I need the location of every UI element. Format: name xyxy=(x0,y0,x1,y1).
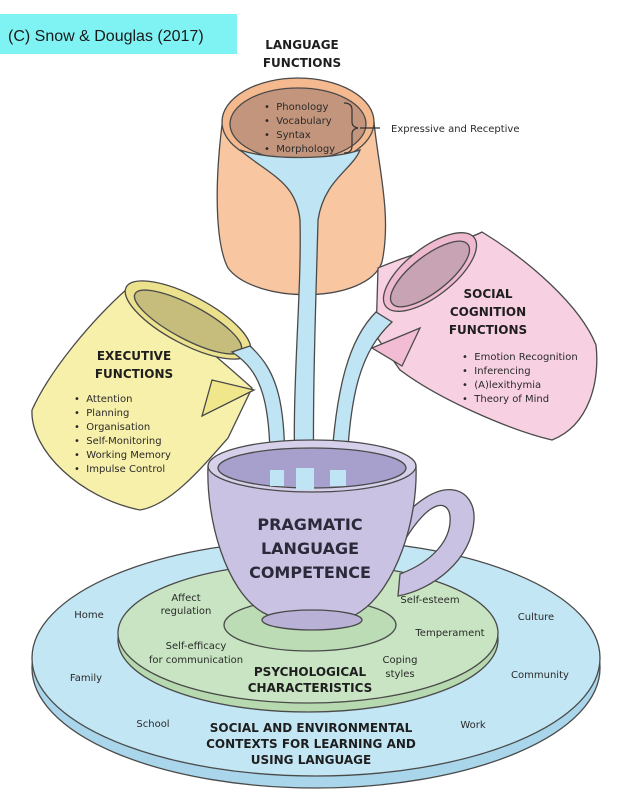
context-home: Home xyxy=(74,610,104,621)
social-item-2: • Inferencing xyxy=(462,366,531,377)
psych-title-line-2: CHARACTERISTICS xyxy=(248,681,373,695)
temperament-label: Temperament xyxy=(414,628,484,639)
executive-functions: EXECUTIVE FUNCTIONS • Attention • Planni… xyxy=(74,349,173,475)
affect-line-2: regulation xyxy=(161,606,212,617)
social-item-1: • Emotion Recognition xyxy=(462,352,578,363)
language-item-4: • Morphology xyxy=(264,144,335,155)
coping-line-1: Coping xyxy=(383,655,418,666)
expressive-receptive-label: Expressive and Receptive xyxy=(391,124,520,135)
contexts-title-line-1: SOCIAL AND ENVIRONMENTAL xyxy=(210,721,413,735)
social-item-4: • Theory of Mind xyxy=(462,394,549,405)
language-item-2: • Vocabulary xyxy=(264,116,332,127)
self-efficacy-line-2: for communication xyxy=(149,655,243,666)
self-efficacy-line-1: Self-efficacy xyxy=(166,641,227,652)
social-title-line-2: COGNITION xyxy=(450,305,526,319)
executive-jug xyxy=(31,280,256,511)
inner-plate xyxy=(117,562,499,713)
social-item-3: • (A)lexithymia xyxy=(462,380,541,391)
executive-item-4: • Self-Monitoring xyxy=(74,436,162,447)
context-community: Community xyxy=(511,670,569,681)
cup-title-line-3: COMPETENCE xyxy=(249,563,371,582)
copyright-label: (C) Snow & Douglas (2017) xyxy=(8,28,204,45)
social-cognition-functions: SOCIAL COGNITION FUNCTIONS • Emotion Rec… xyxy=(449,287,578,405)
psych-title-line-1: PSYCHOLOGICAL xyxy=(254,665,367,679)
executive-item-3: • Organisation xyxy=(74,422,150,433)
affect-line-1: Affect xyxy=(171,593,200,604)
bracket-icon xyxy=(343,102,359,154)
social-title-line-1: SOCIAL xyxy=(463,287,512,301)
language-title-line-1: LANGUAGE xyxy=(265,38,339,52)
language-item-3: • Syntax xyxy=(264,130,311,141)
coping-line-2: styles xyxy=(385,669,414,680)
language-title-line-2: FUNCTIONS xyxy=(263,56,341,70)
copyright-box xyxy=(0,14,237,54)
psychological-characteristics: Affect regulation Self-efficacy for comm… xyxy=(149,593,485,695)
language-functions: LANGUAGE FUNCTIONS • Phonology • Vocabul… xyxy=(263,38,520,155)
cup xyxy=(207,439,475,631)
executive-item-5: • Working Memory xyxy=(74,450,171,461)
context-culture: Culture xyxy=(518,612,554,623)
executive-item-6: • Impulse Control xyxy=(74,464,165,475)
context-work: Work xyxy=(460,720,486,731)
language-item-1: • Phonology xyxy=(264,102,328,113)
social-title-line-3: FUNCTIONS xyxy=(449,323,527,337)
cup-title-line-2: LANGUAGE xyxy=(261,539,359,558)
executive-title-line-1: EXECUTIVE xyxy=(97,349,171,363)
executive-item-1: • Attention xyxy=(74,394,132,405)
social-jug xyxy=(370,231,598,441)
contexts-title-line-3: USING LANGUAGE xyxy=(251,753,371,767)
pragmatic-competence: PRAGMATIC LANGUAGE COMPETENCE xyxy=(249,515,371,582)
self-esteem-label: Self-esteem xyxy=(400,595,459,606)
social-environmental-contexts: Home Family School Work Culture Communit… xyxy=(70,610,569,767)
executive-title-line-2: FUNCTIONS xyxy=(95,367,173,381)
context-family: Family xyxy=(70,673,102,684)
cup-title-line-1: PRAGMATIC xyxy=(257,515,362,534)
contexts-title-line-2: CONTEXTS FOR LEARNING AND xyxy=(206,737,416,751)
context-school: School xyxy=(136,719,169,730)
executive-item-2: • Planning xyxy=(74,408,129,419)
